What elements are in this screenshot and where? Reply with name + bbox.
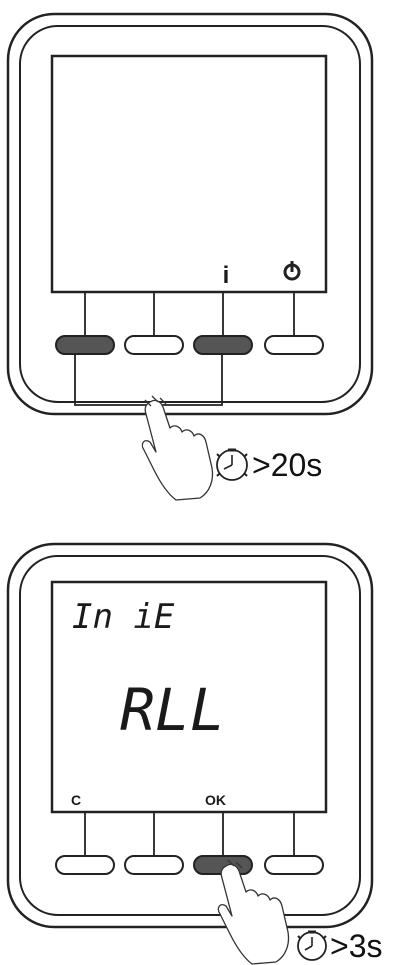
button-1[interactable] (55, 855, 115, 875)
lcd-screen (50, 54, 328, 294)
button-3[interactable] (193, 335, 253, 355)
device-inner-frame (19, 25, 361, 403)
power-icon (283, 261, 301, 281)
lcd-line-all: RLL (120, 676, 225, 744)
duration-label-step2: >3s (330, 928, 382, 964)
button-1[interactable] (55, 335, 115, 355)
button-label-ok: OK (205, 792, 226, 808)
timer-icon (216, 448, 248, 481)
button-4[interactable] (264, 335, 324, 355)
button-2[interactable] (124, 335, 184, 355)
timer-icon (297, 930, 327, 961)
hand-icon (141, 395, 214, 501)
button-label-c: C (71, 792, 81, 808)
duration-label-step1: >20s (252, 447, 322, 483)
info-icon: i (223, 262, 230, 289)
device-step1: i (6, 12, 374, 416)
device-inner-frame (19, 555, 361, 916)
lcd-screen (50, 580, 328, 814)
button-4[interactable] (264, 855, 324, 875)
hand-icon (217, 859, 290, 965)
button-2[interactable] (124, 855, 184, 875)
lcd-line-init: In iE (72, 597, 175, 637)
device-step2: In iE RLL C OK (6, 542, 374, 929)
